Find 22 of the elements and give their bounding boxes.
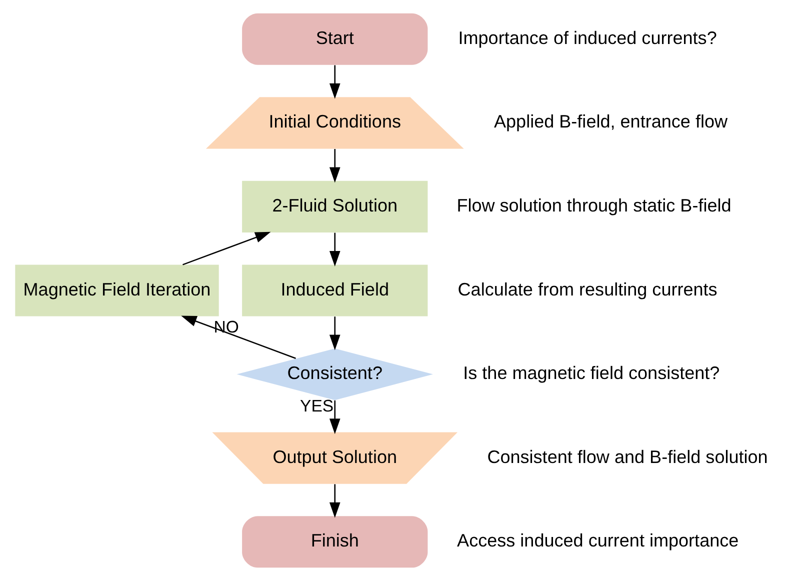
node-box: 2-Fluid Solution — [242, 180, 428, 232]
arrow — [329, 316, 340, 350]
arrow — [182, 232, 271, 266]
node-label: Is the magnetic field consistent? — [463, 363, 720, 384]
node-box: Start — [242, 13, 428, 65]
arrow — [329, 400, 340, 434]
node-diamond: Consistent? — [236, 348, 433, 400]
arrow — [181, 316, 296, 360]
arrow — [329, 232, 340, 266]
edge-label: NO — [214, 318, 239, 337]
node-label: Flow solution through static B-field — [456, 195, 732, 216]
node-label: Consistent flow and B-field solution — [487, 446, 768, 467]
arrow — [329, 149, 340, 183]
arrow — [329, 65, 340, 99]
node-label: Applied B-field, entrance flow — [494, 112, 728, 132]
node-label: Access induced current importance — [457, 530, 739, 551]
node-box: Finish — [242, 516, 428, 568]
node-box: Induced Field — [242, 264, 428, 316]
node-label: Calculate from resulting currents — [458, 279, 718, 300]
node-box: Magnetic Field Iteration — [15, 264, 219, 316]
arrow — [329, 484, 340, 518]
node-label: Importance of induced currents? — [458, 28, 717, 48]
